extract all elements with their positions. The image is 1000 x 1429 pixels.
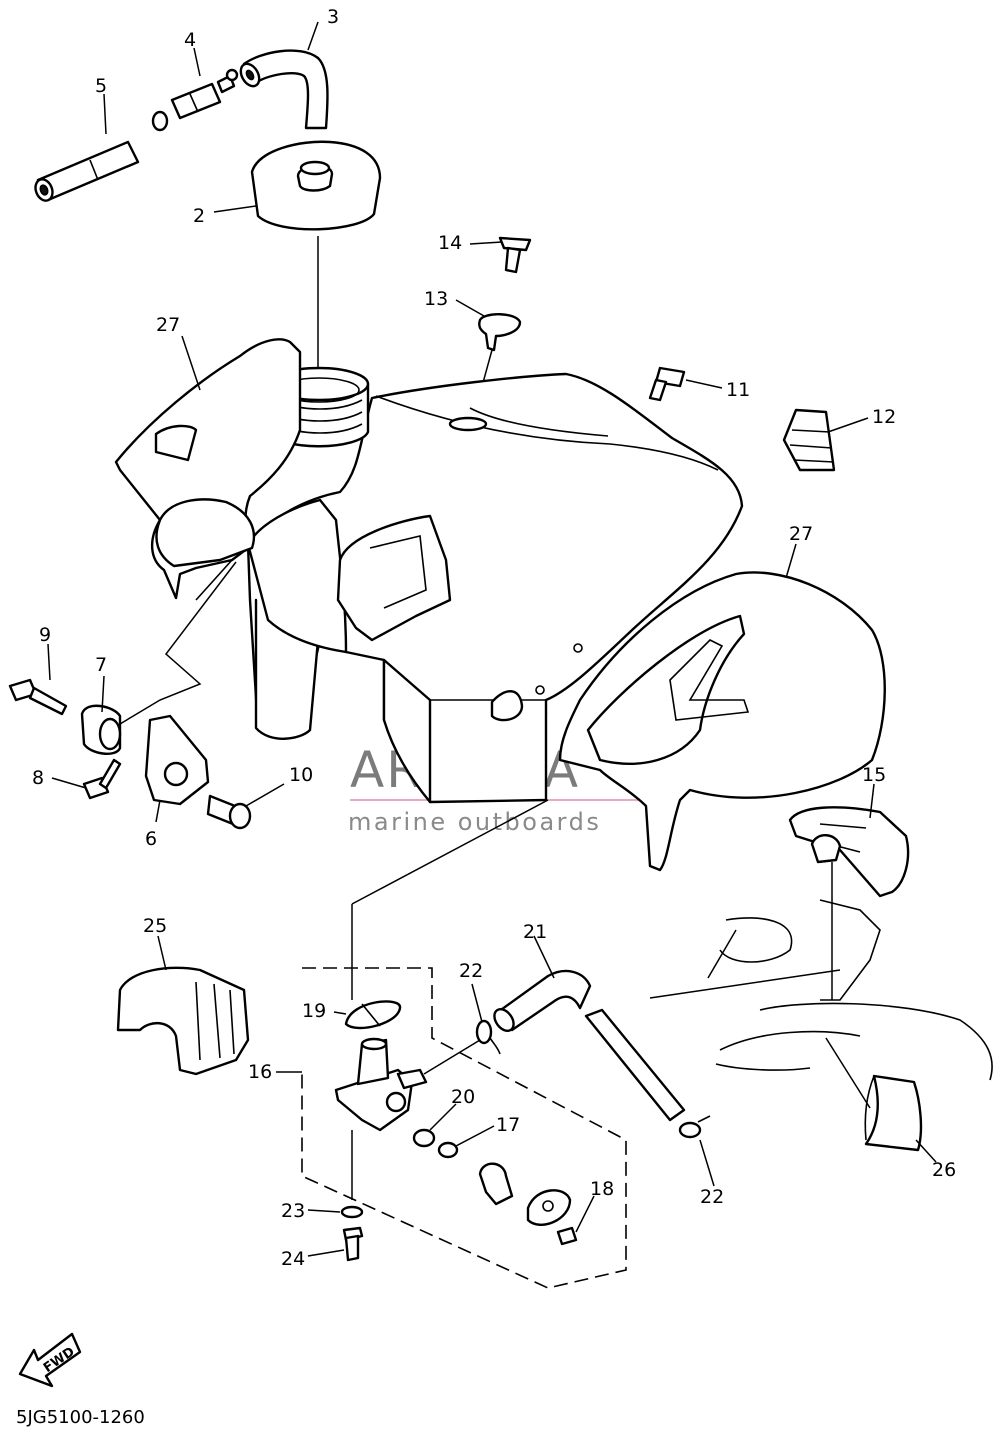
- callout-9: 9: [39, 624, 51, 646]
- part-11-bolt: [648, 366, 686, 402]
- frame-section: [649, 899, 993, 1109]
- part-fuel-cock-body: [334, 1037, 481, 1132]
- part-plate: [526, 1189, 572, 1226]
- part-17-o-ring: [437, 1141, 459, 1159]
- part-4-breather-valve: [151, 68, 239, 132]
- part-27-left-shroud: [114, 338, 302, 601]
- part-20-o-ring: [412, 1128, 436, 1148]
- callout-7: 7: [95, 654, 107, 676]
- part-6-bracket: [144, 714, 210, 806]
- part-22-clip-lower: [678, 1115, 711, 1139]
- callout-26: 26: [932, 1159, 956, 1181]
- part-23-washer: [340, 1205, 364, 1219]
- callout-27-right: 27: [789, 523, 813, 545]
- callout-19: 19: [302, 1000, 326, 1022]
- fuel-cock-line-tank: [351, 799, 549, 905]
- part-9-bolt: [8, 678, 68, 716]
- part-14-screw: [498, 236, 532, 274]
- part-1-fuel-tank: [246, 366, 744, 804]
- callout-13: 13: [424, 288, 448, 310]
- callout-20: 20: [451, 1086, 475, 1108]
- callout-21: 21: [523, 921, 547, 943]
- part-5-hose: [34, 140, 140, 202]
- watermark-subtitle: marine outboards: [348, 808, 601, 836]
- callout-16: 16: [248, 1061, 272, 1083]
- part-12-clip: [782, 408, 836, 472]
- callout-6: 6: [145, 828, 157, 850]
- part-15-clamp: [788, 806, 910, 898]
- callout-2: 2: [193, 205, 205, 227]
- part-22-clip-upper: [475, 1019, 501, 1055]
- part-lever: [478, 1162, 514, 1206]
- bracket-assembly-line: [119, 561, 237, 725]
- part-19-filter: [344, 1000, 402, 1030]
- part-7-collar: [80, 704, 122, 755]
- callout-18: 18: [590, 1178, 614, 1200]
- part-21-fuel-hose: [493, 969, 686, 1122]
- callout-15: 15: [862, 764, 886, 786]
- part-2-fuel-cap: [250, 140, 382, 231]
- part-13-grommet: [478, 313, 522, 352]
- callout-22-lower: 22: [700, 1186, 724, 1208]
- part-25-cover: [116, 966, 250, 1076]
- callout-27-left: 27: [156, 314, 180, 336]
- part-3-breather-elbow-hose: [239, 49, 329, 130]
- callout-17: 17: [496, 1114, 520, 1136]
- part-18-screw: [556, 1226, 578, 1246]
- callout-14: 14: [438, 232, 462, 254]
- part-24-bolt: [342, 1226, 364, 1262]
- callout-8: 8: [32, 767, 44, 789]
- fwd-arrow: FWD: [18, 1332, 82, 1388]
- part-10-collar: [206, 794, 252, 830]
- callout-11: 11: [726, 379, 750, 401]
- callout-10: 10: [289, 764, 313, 786]
- drawing-code: 5JG5100-1260: [16, 1407, 145, 1428]
- callout-numbers: 3 4 5 2 14 13 27 11 12 27 9 7 8 10 6 15 …: [32, 6, 956, 1270]
- callout-leaders: [47, 21, 937, 1257]
- part-26-protector: [864, 1074, 923, 1152]
- callout-25: 25: [143, 915, 167, 937]
- part-16-assembly-boundary: [301, 967, 627, 1289]
- callout-23: 23: [281, 1200, 305, 1222]
- part-27-right-shroud: [558, 571, 886, 872]
- callout-24: 24: [281, 1248, 305, 1270]
- callout-12: 12: [872, 406, 896, 428]
- callout-4: 4: [184, 29, 196, 51]
- callout-3: 3: [327, 6, 339, 28]
- callout-22-upper: 22: [459, 960, 483, 982]
- callout-5: 5: [95, 75, 107, 97]
- part-8-bolt: [82, 758, 122, 800]
